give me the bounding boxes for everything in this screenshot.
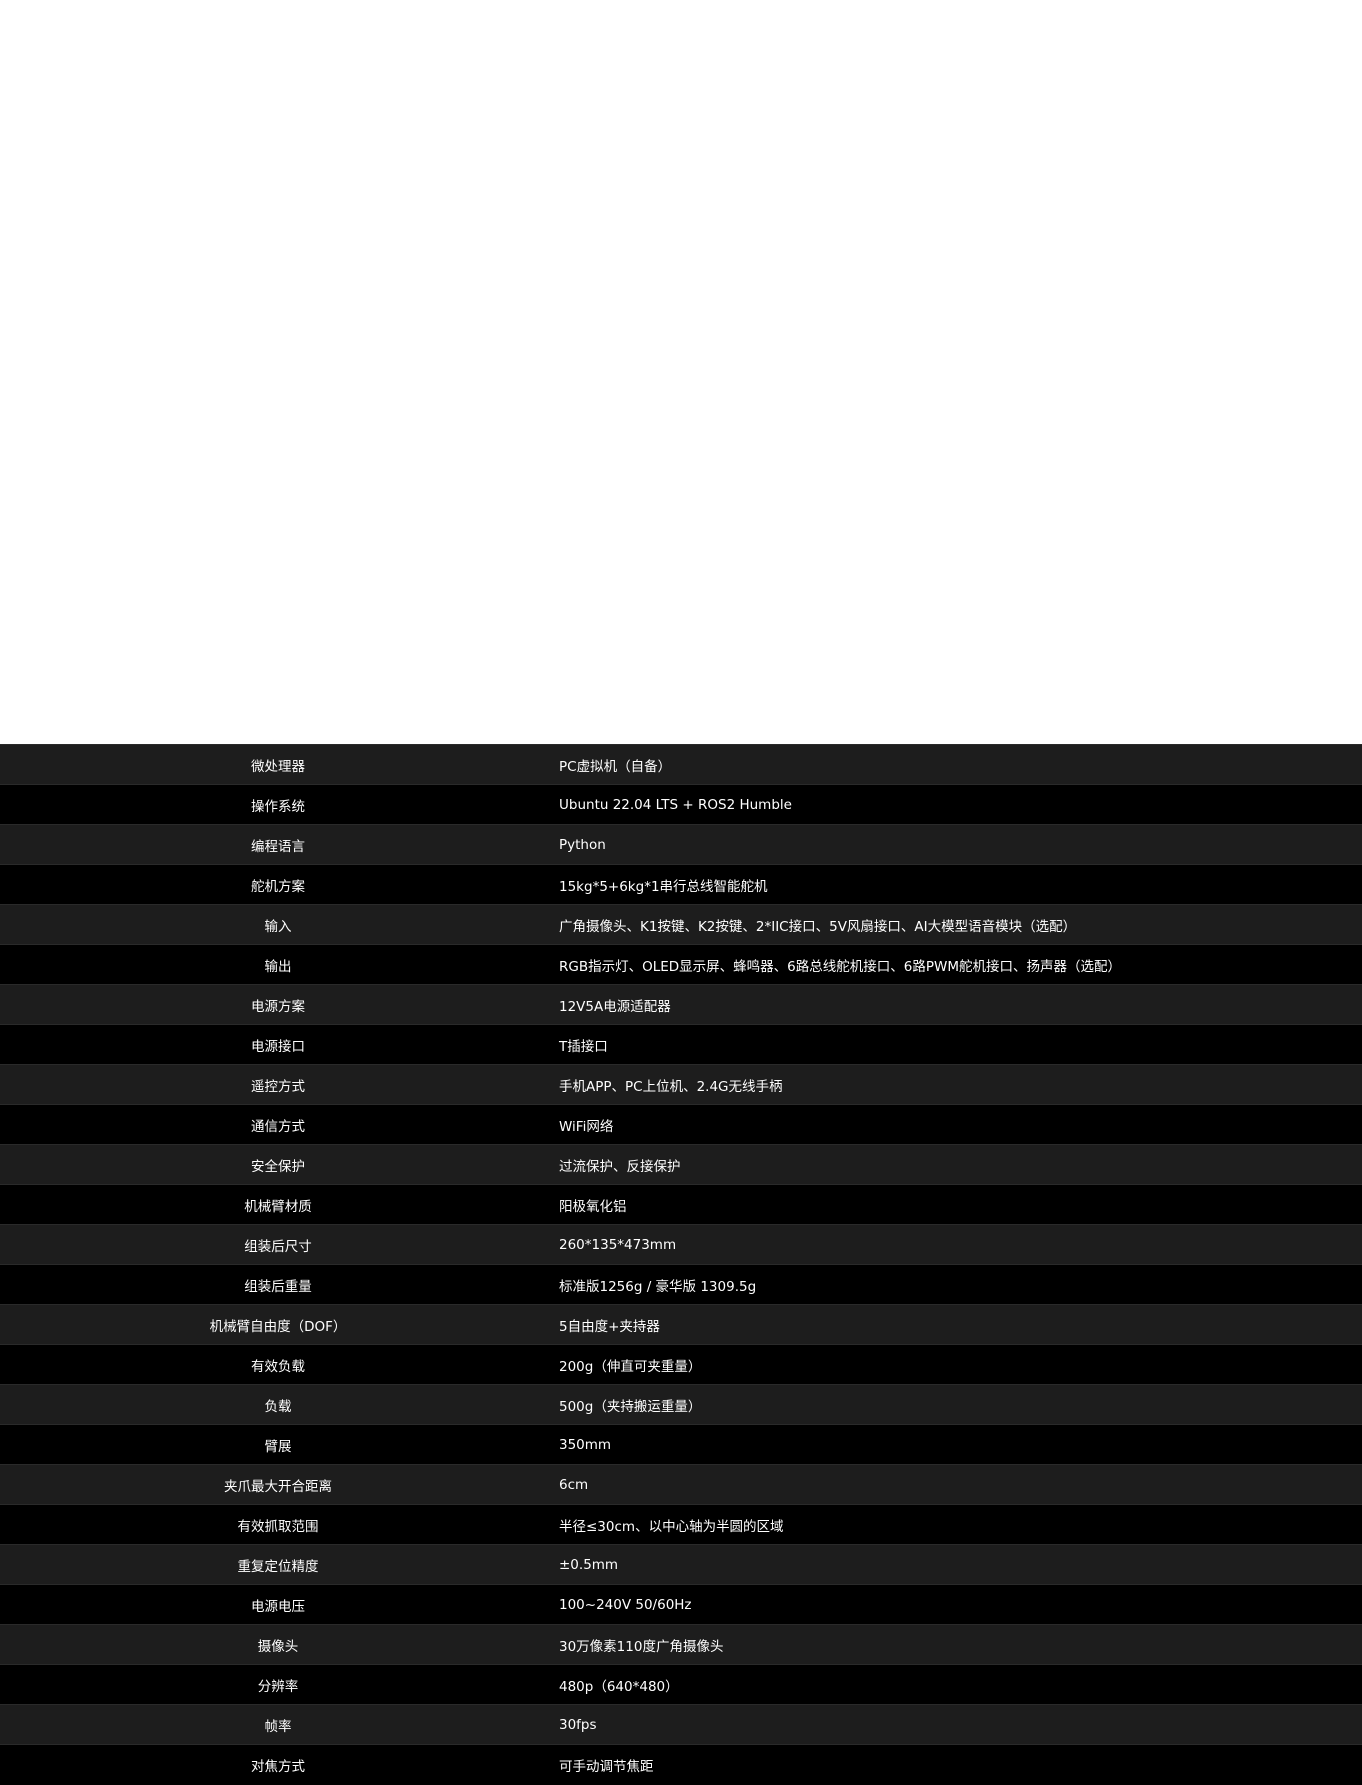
spec-label: 帧率 xyxy=(0,1704,556,1745)
table-row: 组装后重量标准版1256g / 豪华版 1309.5g xyxy=(0,1264,1362,1305)
spec-label: 夹爪最大开合距离 xyxy=(0,1464,556,1505)
spec-label: 机械臂自由度（DOF） xyxy=(0,1304,556,1345)
spec-value: 500g（夹持搬运重量） xyxy=(556,1384,1362,1425)
table-row: 有效抓取范围半径≤30cm、以中心轴为半圆的区域 xyxy=(0,1504,1362,1545)
table-row: 机械臂自由度（DOF）5自由度+夹持器 xyxy=(0,1304,1362,1345)
spec-label: 电源方案 xyxy=(0,984,556,1025)
spec-label: 有效负载 xyxy=(0,1344,556,1385)
spec-label: 舵机方案 xyxy=(0,864,556,905)
spec-value: RGB指示灯、OLED显示屏、蜂鸣器、6路总线舵机接口、6路PWM舵机接口、扬声… xyxy=(556,944,1362,985)
spec-value: Python xyxy=(556,824,1362,865)
spec-value: 5自由度+夹持器 xyxy=(556,1304,1362,1345)
spec-value: PC虚拟机（自备） xyxy=(556,744,1362,785)
spec-value: Ubuntu 22.04 LTS + ROS2 Humble xyxy=(556,784,1362,825)
spec-label: 安全保护 xyxy=(0,1144,556,1185)
table-row: 重复定位精度±0.5mm xyxy=(0,1544,1362,1585)
spec-value: 260*135*473mm xyxy=(556,1224,1362,1265)
spec-label: 臂展 xyxy=(0,1424,556,1465)
spec-value: 12V5A电源适配器 xyxy=(556,984,1362,1025)
spec-value: 过流保护、反接保护 xyxy=(556,1144,1362,1185)
spec-value: 480p（640*480） xyxy=(556,1664,1362,1705)
spec-label: 组装后尺寸 xyxy=(0,1224,556,1265)
spec-value: 阳极氧化铝 xyxy=(556,1184,1362,1225)
spec-label: 负载 xyxy=(0,1384,556,1425)
spec-value: T插接口 xyxy=(556,1024,1362,1065)
spec-value: 30fps xyxy=(556,1704,1362,1745)
spec-value: 标准版1256g / 豪华版 1309.5g xyxy=(556,1264,1362,1305)
spec-value: WiFi网络 xyxy=(556,1104,1362,1145)
table-row: 遥控方式手机APP、PC上位机、2.4G无线手柄 xyxy=(0,1064,1362,1105)
spec-value: 30万像素110度广角摄像头 xyxy=(556,1624,1362,1665)
spec-label: 输出 xyxy=(0,944,556,985)
spec-label: 有效抓取范围 xyxy=(0,1504,556,1545)
spec-label: 组装后重量 xyxy=(0,1264,556,1305)
spec-label: 摄像头 xyxy=(0,1624,556,1665)
spec-label: 通信方式 xyxy=(0,1104,556,1145)
spec-label: 微处理器 xyxy=(0,744,556,785)
spec-value: 100~240V 50/60Hz xyxy=(556,1584,1362,1625)
spec-value: 350mm xyxy=(556,1424,1362,1465)
spec-value: 手机APP、PC上位机、2.4G无线手柄 xyxy=(556,1064,1362,1105)
spec-label: 电源电压 xyxy=(0,1584,556,1625)
table-row: 输入广角摄像头、K1按键、K2按键、2*IIC接口、5V风扇接口、AI大模型语音… xyxy=(0,904,1362,945)
spec-value: 6cm xyxy=(556,1464,1362,1505)
spec-value: ±0.5mm xyxy=(556,1544,1362,1585)
spec-value: 可手动调节焦距 xyxy=(556,1744,1362,1785)
table-row: 安全保护过流保护、反接保护 xyxy=(0,1144,1362,1185)
table-row: 机械臂材质阳极氧化铝 xyxy=(0,1184,1362,1225)
spec-label: 分辨率 xyxy=(0,1664,556,1705)
spec-value: 半径≤30cm、以中心轴为半圆的区域 xyxy=(556,1504,1362,1545)
blank-image-area xyxy=(0,0,1362,744)
table-row: 对焦方式可手动调节焦距 xyxy=(0,1744,1362,1785)
spec-label: 编程语言 xyxy=(0,824,556,865)
spec-label: 操作系统 xyxy=(0,784,556,825)
spec-value: 广角摄像头、K1按键、K2按键、2*IIC接口、5V风扇接口、AI大模型语音模块… xyxy=(556,904,1362,945)
spec-label: 输入 xyxy=(0,904,556,945)
spec-value: 200g（伸直可夹重量） xyxy=(556,1344,1362,1385)
spec-label: 对焦方式 xyxy=(0,1744,556,1785)
spec-label: 机械臂材质 xyxy=(0,1184,556,1225)
spec-label: 电源接口 xyxy=(0,1024,556,1065)
spec-label: 遥控方式 xyxy=(0,1064,556,1105)
spec-label: 重复定位精度 xyxy=(0,1544,556,1585)
spec-value: 15kg*5+6kg*1串行总线智能舵机 xyxy=(556,864,1362,905)
